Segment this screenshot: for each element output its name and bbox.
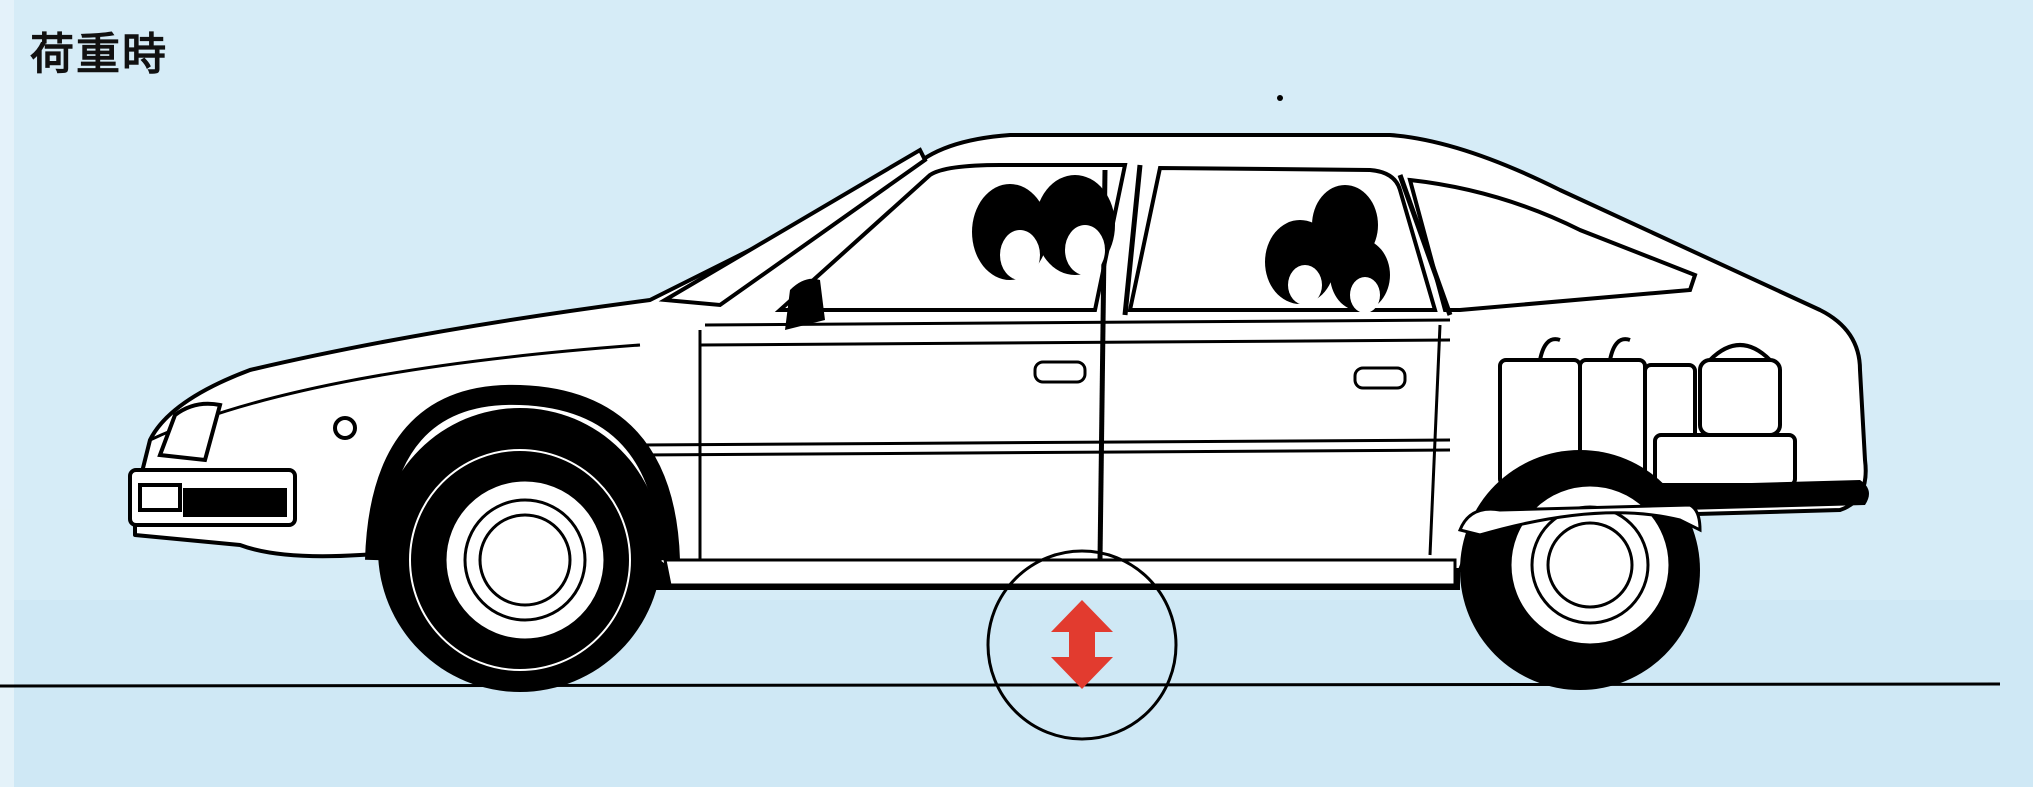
occupants	[972, 175, 1390, 313]
ground-clearance-marker	[986, 549, 1178, 741]
front-wheel-arch	[365, 384, 680, 561]
front-wheel	[378, 408, 662, 692]
side-marker	[333, 416, 357, 440]
fog-lamp	[138, 483, 182, 512]
windshield	[658, 147, 928, 308]
body-lines	[149, 318, 1451, 560]
bag-bottom	[1653, 433, 1797, 487]
side-mirror	[785, 278, 825, 330]
rear-fender	[1457, 503, 1702, 537]
load-state-caption: 荷重時	[30, 29, 168, 80]
front-grille	[183, 488, 287, 517]
ground-line	[0, 682, 2001, 688]
front-details	[128, 401, 357, 527]
double-vertical-arrow-icon	[1051, 600, 1113, 689]
bag-top	[1698, 358, 1782, 437]
rocker-panel	[663, 558, 1457, 587]
rear-wheel	[1460, 450, 1700, 690]
rear-quarter-window	[1407, 177, 1698, 312]
door-handles	[1033, 360, 1407, 390]
rear-door-handle	[1353, 366, 1407, 390]
front-door-handle	[1033, 360, 1087, 384]
headlight	[157, 401, 223, 463]
